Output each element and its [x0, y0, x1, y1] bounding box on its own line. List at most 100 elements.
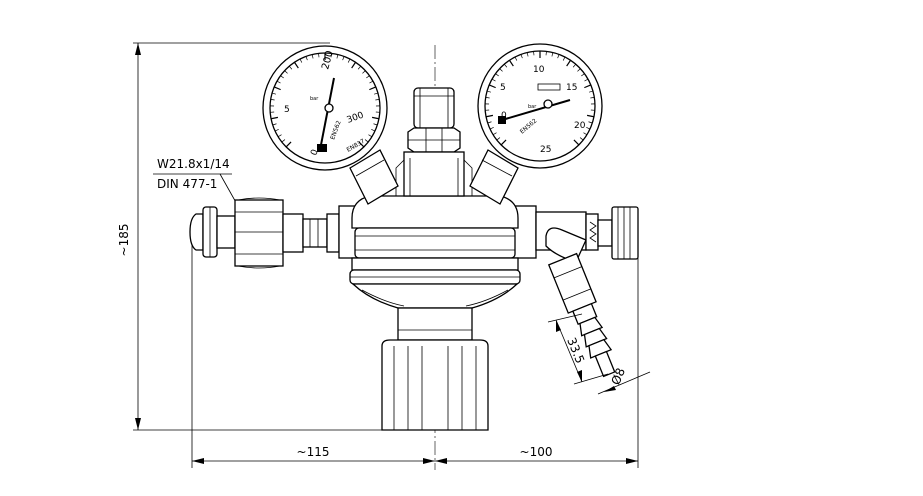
gauge-tick: [514, 56, 518, 61]
gauge-tick: [577, 68, 581, 72]
gauge-tick: [579, 137, 584, 141]
gauge-tick: [270, 116, 279, 120]
gauge-right-twenty-five: 25: [540, 145, 551, 155]
gauge-tick: [491, 78, 496, 82]
gauge-tick: [285, 141, 292, 148]
gauge-tick: [270, 99, 275, 101]
gauge-left: 0 5 200 300 EN562 bar EN837: [262, 45, 388, 171]
gauge-tick: [347, 58, 351, 63]
gauge-right: 0 5 10 15 20 25 bar EN562: [477, 43, 603, 169]
gauge-tick: [311, 54, 314, 59]
gauge-tick: [371, 116, 380, 120]
gauge-tick: [520, 54, 523, 59]
gauge-tick: [276, 80, 281, 84]
thread-callout: W21.8x1/14 DIN 477-1: [153, 157, 239, 207]
gauge-tick: [508, 59, 514, 67]
gauge-tick: [496, 137, 501, 141]
outlet-diameter-dimension: Ø8: [597, 366, 651, 395]
gauge-tick: [357, 65, 361, 70]
gauge-tick: [280, 75, 284, 79]
gauge-right-ticks: [485, 51, 595, 146]
gauge-tick: [562, 56, 566, 61]
gauge-right-unit: bar: [528, 104, 537, 110]
gauge-tick: [557, 54, 560, 59]
gauge-tick: [368, 134, 373, 138]
gauge-tick: [273, 86, 281, 91]
gauge-left-ticks: [270, 53, 380, 148]
gauge-tick: [373, 123, 378, 126]
gauge-tick: [487, 121, 492, 124]
gauge-left-unit: bar: [310, 96, 319, 102]
gauge-tick: [485, 114, 494, 118]
thread-label: W21.8x1/14: [157, 157, 230, 171]
gauge-tick: [281, 139, 286, 143]
gauge-tick: [492, 132, 497, 136]
gauge-tick: [369, 86, 377, 91]
gauge-tick: [274, 129, 279, 132]
gauge-tick: [351, 61, 357, 69]
hose-nozzle: [547, 252, 616, 378]
gauge-tick: [584, 78, 589, 82]
gauge-right-ten: 10: [533, 65, 545, 75]
gauge-right-needle: [501, 99, 571, 121]
gauge-tick: [566, 59, 572, 67]
outlet-assembly: [535, 206, 639, 263]
gauge-tick: [573, 139, 580, 146]
gauge-tick: [488, 84, 496, 89]
gauge-tick: [588, 121, 593, 124]
gauge-tick: [584, 84, 592, 89]
gauge-tick: [572, 63, 576, 68]
gauge-tick: [362, 70, 366, 74]
gauge-tick: [499, 68, 503, 72]
gauge-tick: [369, 80, 374, 84]
gauge-tick: [500, 139, 507, 146]
gauge-left-two-hundred: 200: [320, 49, 336, 70]
safety-valve: [395, 87, 473, 197]
gauge-tick: [284, 70, 288, 74]
gauge-right-five: 5: [500, 83, 506, 93]
gauge-tick: [366, 75, 370, 79]
gauge-tick: [551, 52, 554, 57]
gauge-tick: [289, 65, 293, 70]
gauge-tick: [586, 127, 591, 130]
gauge-tick: [342, 56, 345, 61]
width-dimensions: ~115 ~100: [191, 235, 639, 468]
standard-label: DIN 477-1: [157, 177, 217, 191]
outlet-diameter-label: Ø8: [609, 366, 628, 387]
inlet-connection: [189, 197, 340, 269]
gauge-tick: [486, 90, 492, 93]
gauge-tick: [504, 63, 508, 68]
gauge-tick: [586, 114, 595, 118]
gauge-tick: [485, 97, 490, 99]
gauge-left-five: 5: [284, 105, 290, 115]
left-width-label: ~115: [297, 445, 330, 459]
gauge-right-twenty: 20: [574, 121, 586, 131]
gauge-right-fifteen: 15: [566, 83, 577, 93]
gauge-stems: [349, 149, 519, 205]
gauge-tick: [588, 90, 594, 93]
gauge-tick: [583, 132, 588, 136]
gauge-tick: [358, 141, 365, 148]
gauge-tick: [271, 92, 277, 95]
gauge-tick: [581, 73, 585, 77]
gauge-tick: [371, 129, 376, 132]
gauge-tick: [305, 56, 308, 61]
gauge-left-needle: [319, 77, 335, 151]
gauge-tick: [590, 97, 595, 99]
right-width-label: ~100: [520, 445, 553, 459]
gauge-tick: [526, 52, 529, 57]
gauge-tick: [277, 134, 282, 138]
gauge-tick: [364, 139, 369, 143]
outlet-length-label: 33.5: [564, 335, 587, 365]
gauge-tick: [489, 127, 494, 130]
gauge-tick: [495, 73, 499, 77]
gauge-left-zero: 0: [309, 148, 320, 157]
gauge-tick: [299, 58, 303, 63]
gauge-tick: [375, 99, 380, 101]
regulator-body: [338, 195, 537, 431]
gauge-tick: [293, 61, 299, 69]
gauge-tick: [336, 54, 339, 59]
height-dimension-label: ~185: [117, 224, 131, 257]
height-dimension: ~185: [117, 42, 390, 431]
